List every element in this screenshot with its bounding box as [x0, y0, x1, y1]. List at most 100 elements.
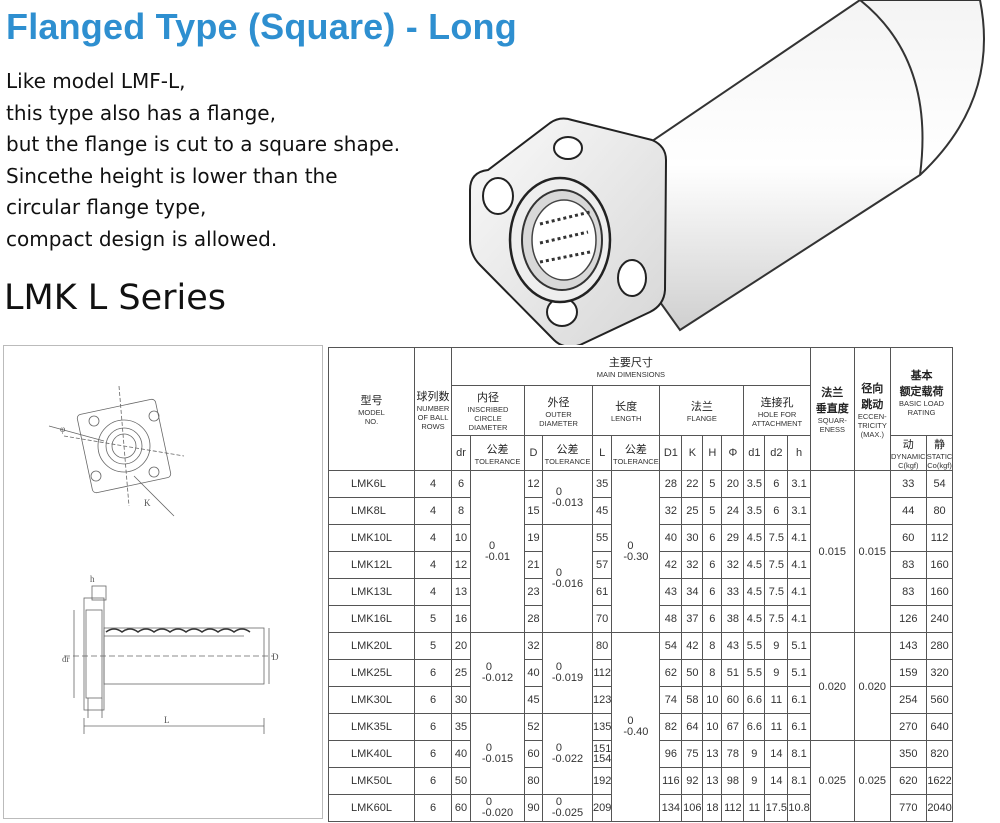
static-load-cell: 80	[925, 497, 954, 525]
d2-cell: 14	[764, 740, 789, 768]
dr-cell: 35	[451, 713, 471, 741]
K-cell: 92	[681, 767, 704, 795]
col-d1: d1	[743, 435, 766, 471]
col-D1: D1	[659, 435, 683, 471]
model-cell: LMK60L	[328, 794, 415, 822]
D1-cell: 96	[659, 740, 683, 768]
label-dr: dr	[62, 654, 70, 664]
col-D: D	[524, 435, 543, 471]
K-cell: 30	[681, 524, 704, 552]
d1-cell: 11	[743, 794, 766, 822]
D-cell: 15	[524, 497, 543, 525]
model-cell: LMK40L	[328, 740, 415, 768]
L-cell: 35	[591, 470, 613, 498]
label-l: L	[164, 715, 170, 725]
squareness-header: 法兰 垂直度 SQUAR- ENESS	[809, 347, 855, 471]
L-cell: 57	[591, 551, 613, 579]
static-load-cell: 240	[925, 605, 954, 633]
dynamic-load-cell: 83	[889, 551, 927, 579]
main-dimensions-header: 主要尺寸 MAIN DIMENSIONS	[451, 347, 811, 386]
ball-rows-cell: 6	[414, 794, 452, 822]
D1-cell: 62	[659, 659, 683, 687]
technical-drawing-panel: φ K L D dr h	[3, 345, 323, 819]
K-cell: 37	[681, 605, 704, 633]
ball-rows-header: 球列数 NUMBER OF BALL ROWS	[414, 347, 452, 471]
model-cell: LMK50L	[328, 767, 415, 795]
K-cell: 22	[681, 470, 704, 498]
dr-tolerance-cell: 0-0.020	[470, 794, 525, 822]
model-cell: LMK25L	[328, 659, 415, 687]
ball-rows-cell: 4	[414, 470, 452, 498]
L-cell: 123	[591, 686, 613, 714]
squareness-cell: 0.025	[809, 740, 855, 822]
dr-cell: 12	[451, 551, 471, 579]
L-cell: 55	[591, 524, 613, 552]
model-cell: LMK6L	[328, 470, 415, 498]
static-load-cell: 2040	[925, 794, 954, 822]
static-load-cell: 1622	[925, 767, 954, 795]
dr-cell: 30	[451, 686, 471, 714]
description-line: Sincethe height is lower than the	[6, 163, 338, 188]
H-cell: 13	[702, 767, 723, 795]
K-cell: 75	[681, 740, 704, 768]
D1-cell: 134	[659, 794, 683, 822]
col-h: h	[787, 435, 811, 471]
technical-drawing: φ K L D dr h	[48, 385, 279, 734]
phi-cell: 60	[721, 686, 745, 714]
ball-rows-cell: 6	[414, 686, 452, 714]
dynamic-load-cell: 254	[889, 686, 927, 714]
h-cell: 6.1	[787, 713, 811, 741]
dr-cell: 8	[451, 497, 471, 525]
eccentricity-cell: 0.025	[853, 740, 891, 822]
d1-cell: 3.5	[743, 497, 766, 525]
squareness-cell: 0.020	[809, 632, 855, 741]
D-tolerance-cell: 0-0.013	[542, 470, 593, 525]
description-line: but the flange is cut to a square shape.	[6, 132, 401, 156]
dynamic-load-cell: 270	[889, 713, 927, 741]
L-cell: 112	[591, 659, 613, 687]
H-cell: 13	[702, 740, 723, 768]
L-cell: 80	[591, 632, 613, 660]
flange-header: 法兰 FLANGE	[659, 385, 745, 436]
phi-cell: 20	[721, 470, 745, 498]
label-h: h	[90, 574, 95, 584]
L-cell: 192	[591, 767, 613, 795]
static-load-cell: 280	[925, 632, 954, 660]
d2-cell: 11	[764, 686, 789, 714]
K-cell: 64	[681, 713, 704, 741]
col-phi: Φ	[721, 435, 745, 471]
ball-rows-cell: 6	[414, 713, 452, 741]
d1-cell: 6.6	[743, 713, 766, 741]
series-heading: LMK L Series	[4, 278, 227, 318]
label-phi: φ	[60, 424, 65, 434]
h-cell: 6.1	[787, 686, 811, 714]
page-title: Flanged Type (Square) - Long	[6, 6, 517, 47]
H-cell: 8	[702, 659, 723, 687]
d2-cell: 11	[764, 713, 789, 741]
D1-cell: 43	[659, 578, 683, 606]
d1-cell: 4.5	[743, 524, 766, 552]
label-k: K	[144, 498, 151, 508]
H-cell: 10	[702, 686, 723, 714]
phi-cell: 29	[721, 524, 745, 552]
static-load-cell: 160	[925, 578, 954, 606]
D1-cell: 116	[659, 767, 683, 795]
phi-cell: 112	[721, 794, 745, 822]
phi-cell: 67	[721, 713, 745, 741]
model-cell: LMK35L	[328, 713, 415, 741]
model-cell: LMK12L	[328, 551, 415, 579]
model-header: 型号 MODEL NO.	[328, 347, 415, 471]
static-load-cell: 160	[925, 551, 954, 579]
ball-rows-cell: 5	[414, 605, 452, 633]
h-cell: 3.1	[787, 497, 811, 525]
d2-cell: 6	[764, 470, 789, 498]
label-d: D	[272, 652, 279, 662]
